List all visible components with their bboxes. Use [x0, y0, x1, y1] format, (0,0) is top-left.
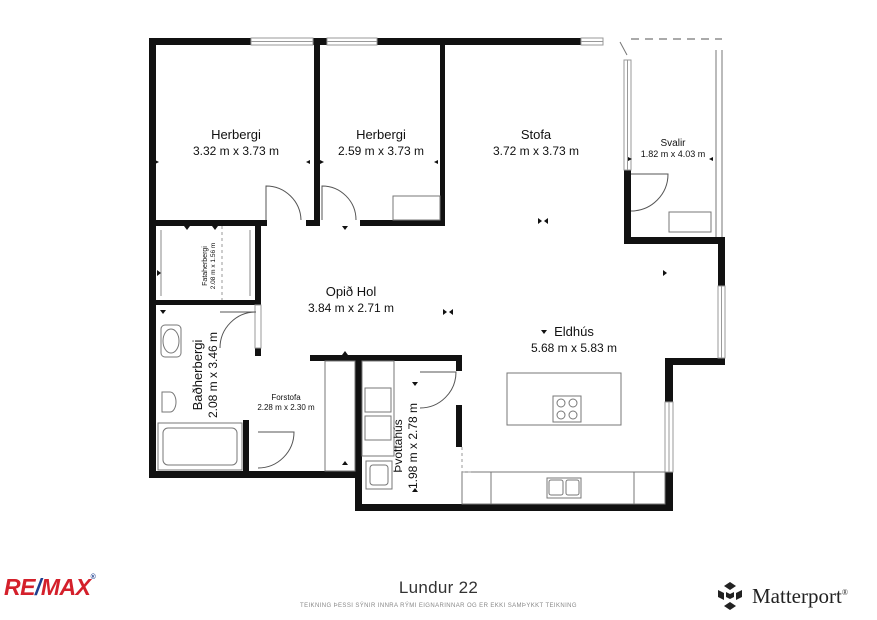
matterport-logo: Matterport® — [714, 579, 848, 613]
room-dims: 2.08 m x 1.56 m — [210, 243, 217, 290]
room-name: Eldhús — [554, 324, 594, 339]
room-dims: 1.98 m x 2.78 m — [406, 403, 420, 489]
room-name: Baðherbergi — [190, 339, 205, 410]
room-name: Herbergi — [356, 127, 406, 142]
room-labels: Herbergi 3.32 m x 3.73 m Herbergi 2.59 m… — [190, 127, 705, 489]
interior-walls — [149, 45, 462, 478]
logo-slash: / — [34, 574, 41, 600]
doors — [219, 173, 669, 469]
closet-rails — [160, 230, 251, 296]
room-name: Forstofa — [271, 393, 301, 402]
fixtures — [157, 195, 712, 505]
disclaimer: TEIKNING ÞESSI SÝNIR INNRA RÝMI EIGNARIN… — [300, 603, 577, 609]
room-name: Herbergi — [211, 127, 261, 142]
matterport-wordmark: Matterport® — [752, 584, 848, 609]
plan-title: Lundur 22 — [398, 578, 479, 597]
room-dims: 3.32 m x 3.73 m — [193, 144, 279, 158]
logo-reg: ® — [90, 574, 96, 581]
room-dims: 3.84 m x 2.71 m — [308, 301, 394, 315]
room-name: Svalir — [660, 138, 686, 149]
logo-max: MAX — [40, 574, 91, 600]
windows — [250, 37, 726, 473]
room-dims: 2.59 m x 3.73 m — [338, 144, 424, 158]
matterport-name: Matterport — [752, 583, 842, 608]
room-name: Þvottahús — [391, 419, 405, 472]
remax-logo: RE/MAX® — [4, 574, 96, 601]
balcony-rail — [619, 41, 723, 237]
exterior-walls — [149, 38, 725, 511]
room-dims: 2.28 m x 2.30 m — [257, 403, 315, 412]
dashed-lines — [221, 226, 472, 473]
room-dims: 2.08 m x 3.46 m — [206, 332, 220, 418]
matterport-reg: ® — [841, 587, 848, 597]
room-name: Stofa — [521, 127, 552, 142]
room-dims: 3.72 m x 3.73 m — [493, 144, 579, 158]
markers — [155, 157, 713, 492]
room-dims: 5.68 m x 5.83 m — [531, 341, 617, 355]
room-dims: 1.82 m x 4.03 m — [641, 149, 706, 159]
floor-plan: Herbergi 3.32 m x 3.73 m Herbergi 2.59 m… — [149, 37, 726, 511]
logo-re: RE — [4, 574, 35, 600]
room-name: Fataherbergi — [202, 246, 209, 286]
matterport-cube-icon — [718, 582, 742, 610]
room-name: Opið Hol — [326, 284, 377, 299]
